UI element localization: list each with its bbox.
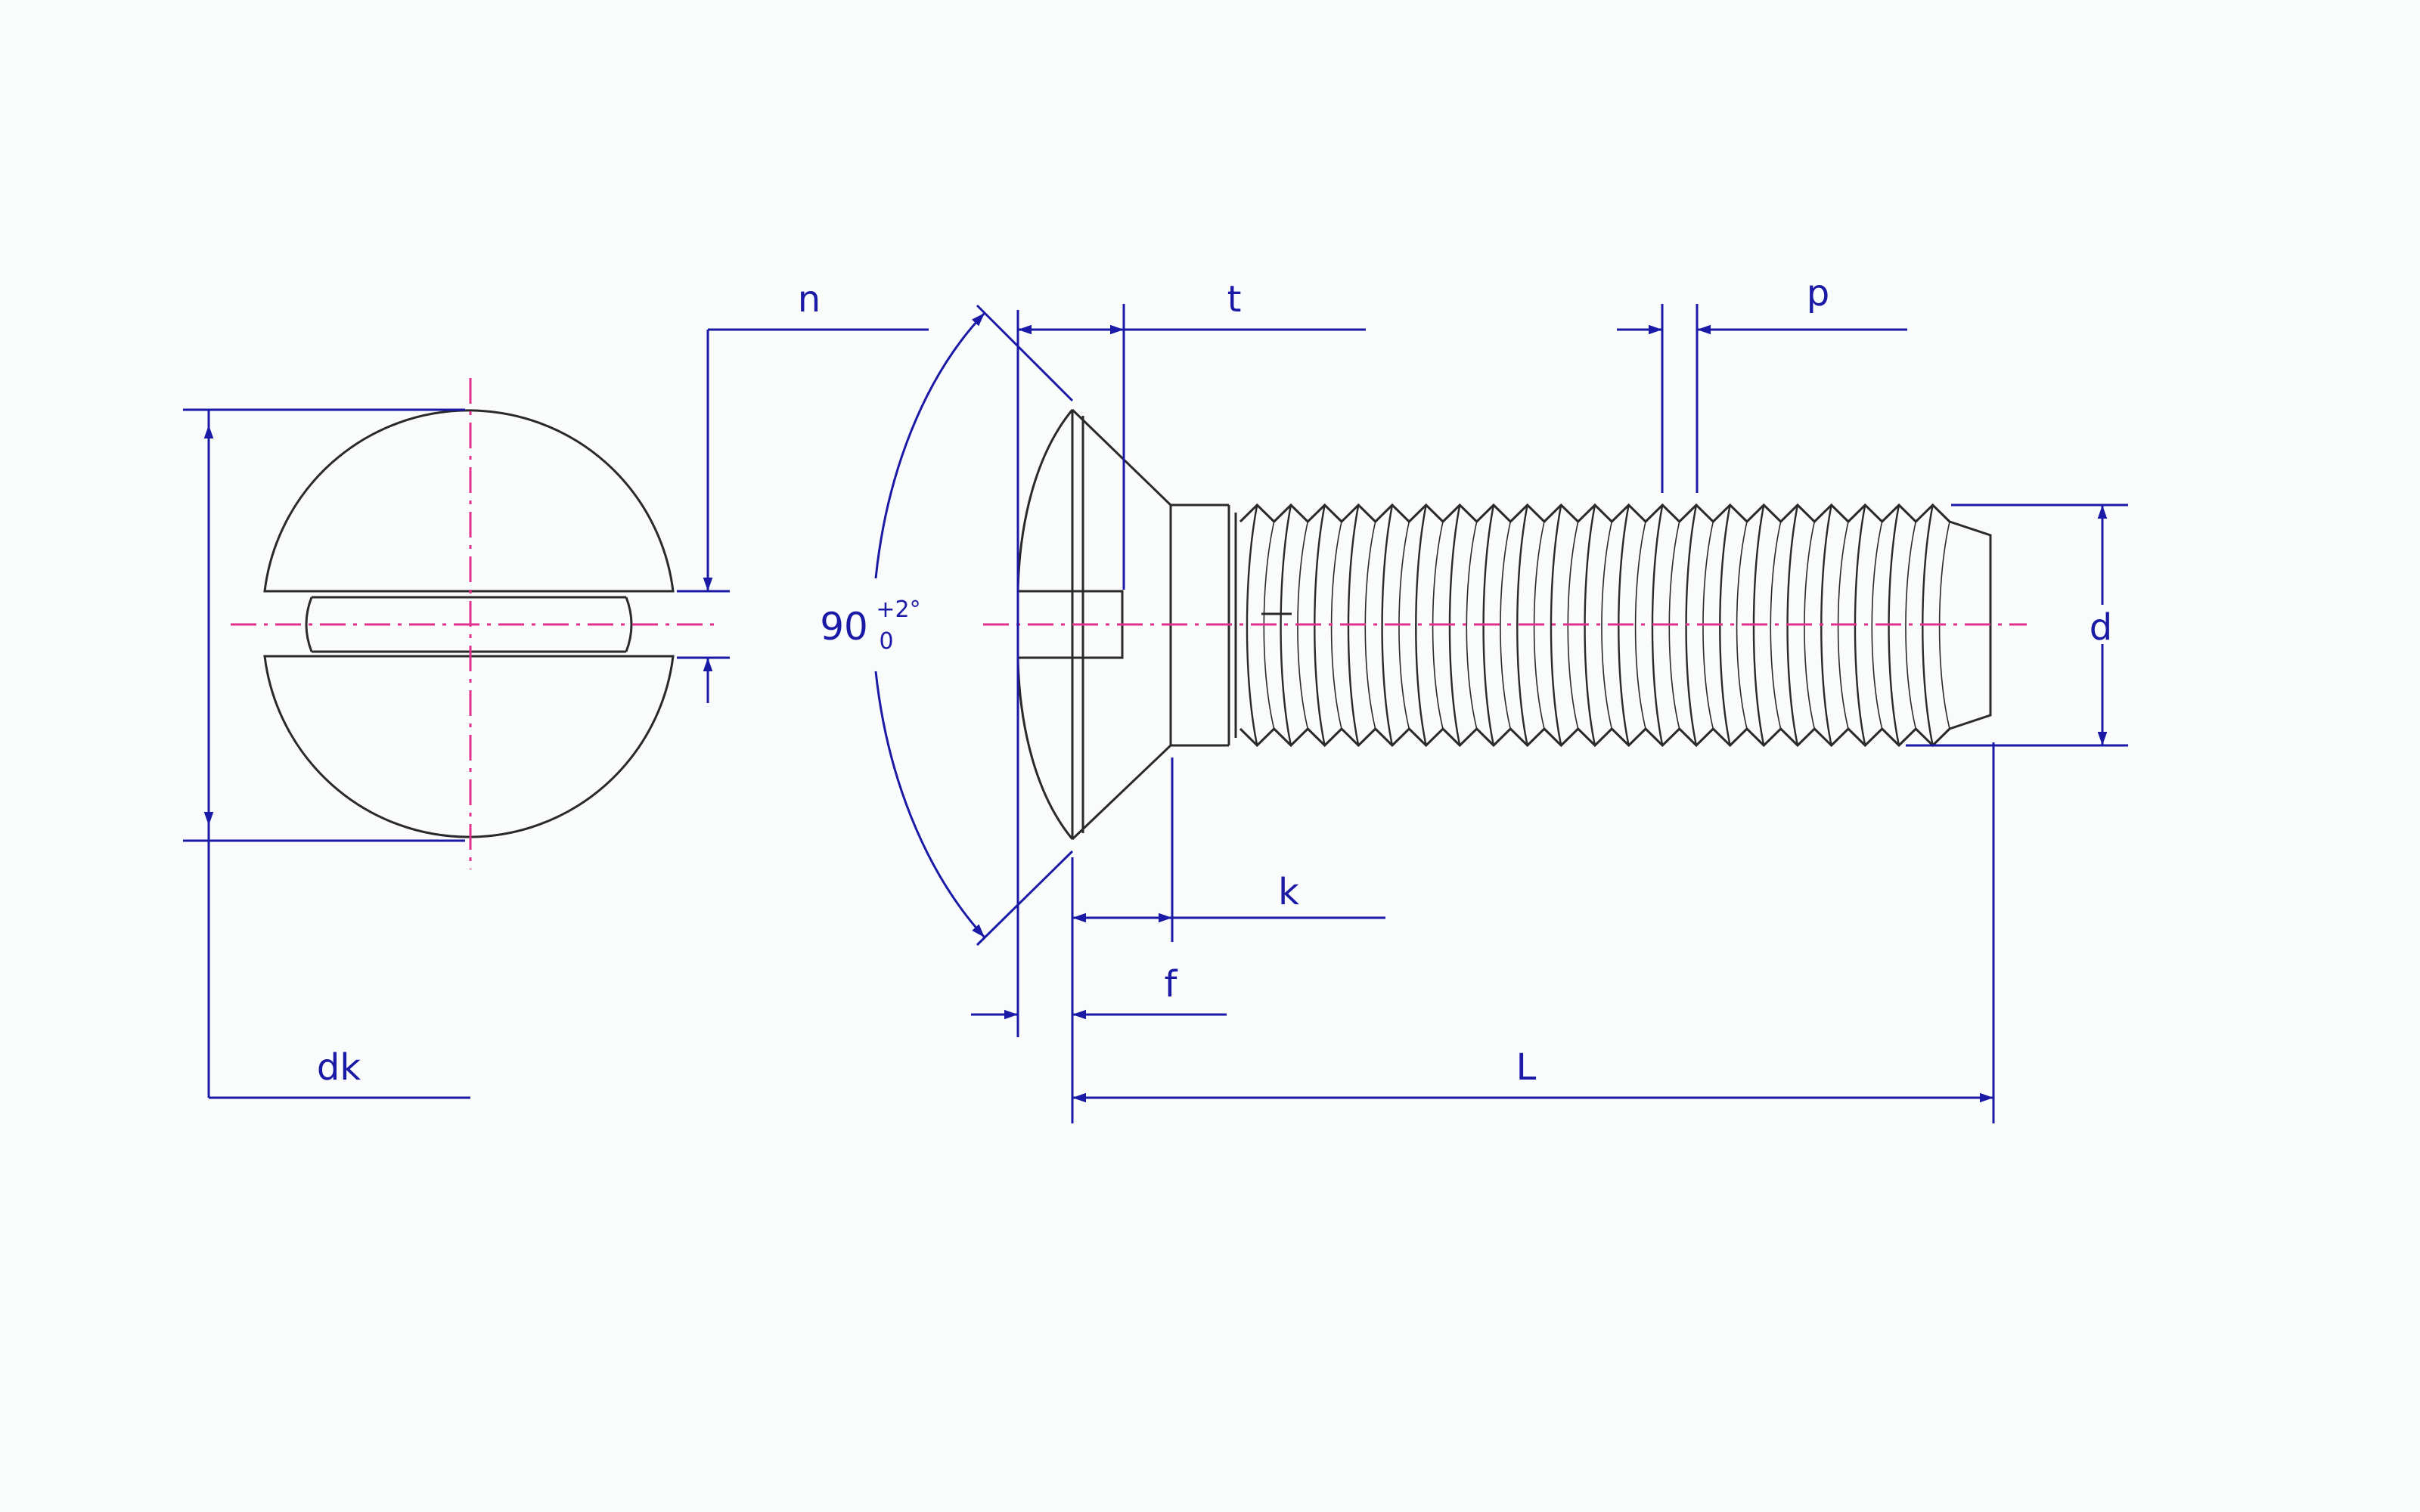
thread-line [1263, 521, 1275, 730]
thread-line [1364, 521, 1376, 730]
thread-line [1736, 521, 1748, 730]
thread-line [1567, 521, 1579, 730]
thread-line [1347, 504, 1360, 746]
thread-line [1432, 521, 1444, 730]
thread-line [1871, 521, 1883, 730]
dimension-lines [183, 304, 2128, 1123]
thread-line [1482, 504, 1495, 746]
thread-line [1516, 504, 1528, 746]
thread-line [1466, 521, 1478, 730]
label-k: k [1278, 871, 1299, 913]
label-dk: dk [317, 1046, 361, 1089]
thread-line [1584, 504, 1596, 746]
thread-line [1314, 504, 1326, 746]
label-angle-value: 90 [820, 605, 868, 649]
oval-head-dome [1016, 409, 1074, 840]
thread-line [1651, 504, 1664, 746]
thread-lines [1239, 503, 1951, 748]
thread-line [1500, 521, 1512, 730]
thread-line [1415, 504, 1427, 746]
thread-line [1448, 504, 1461, 746]
thread-line [1246, 504, 1258, 746]
thread-line [1820, 504, 1832, 746]
head-top-view-centerlines [231, 378, 715, 869]
thread-line [1618, 504, 1630, 746]
thread-line [1719, 504, 1731, 746]
head-top-view [263, 409, 675, 838]
thread-line [1280, 504, 1292, 746]
thread-line [1804, 521, 1816, 730]
thread-line [1854, 504, 1866, 746]
label-f: f [1165, 963, 1178, 1005]
thread-line [1398, 521, 1410, 730]
slot-bottom [305, 596, 633, 652]
thread-line [1668, 521, 1680, 730]
thread-line [1381, 504, 1394, 746]
label-angle-tolerance-lower: 0 [879, 628, 893, 655]
thread-line [1330, 521, 1342, 730]
thread-line [1888, 504, 1900, 746]
head-upper-half [263, 409, 675, 593]
thread-line [1685, 504, 1698, 746]
thread-line [1922, 504, 1934, 746]
thread-line [1550, 504, 1562, 746]
thread-line [1770, 521, 1782, 730]
thread-line [1297, 521, 1309, 730]
thread-line [1634, 521, 1646, 730]
thread-line [1702, 521, 1714, 730]
label-t: t [1227, 278, 1242, 321]
thread-line [1601, 521, 1613, 730]
thread-line [1938, 521, 1950, 730]
head-lower-half [263, 655, 675, 838]
label-n: n [798, 278, 821, 321]
label-d: d [2090, 606, 2112, 649]
thread-line [1905, 521, 1917, 730]
label-p: p [1807, 272, 1829, 314]
thread-line [1752, 504, 1765, 746]
label-angle-tolerance-upper: +2° [876, 596, 920, 623]
thread-line [1533, 521, 1545, 730]
thread-line [1837, 521, 1849, 730]
label-L: L [1516, 1046, 1537, 1089]
thread-line [1786, 504, 1799, 746]
